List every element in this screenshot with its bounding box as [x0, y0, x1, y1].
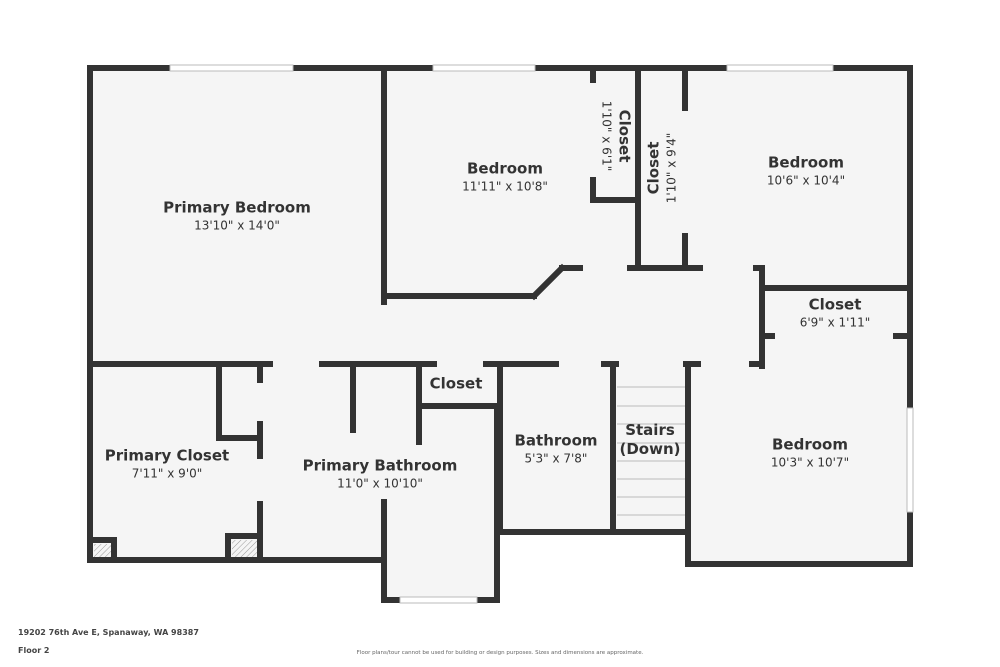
room-name: Bathroom — [514, 431, 598, 450]
room-dimensions: 10'6" x 10'4" — [766, 173, 846, 188]
room-stairs: Stairs (Down) — [619, 421, 680, 459]
windows — [169, 64, 914, 604]
room-dimensions: 13'10" x 14'0" — [194, 218, 280, 233]
hatched-box — [94, 544, 111, 557]
room-name: Closet — [615, 109, 634, 163]
room-dimensions: 1'10" x 6'1" — [599, 100, 614, 172]
address: 19202 76th Ave E, Spanaway, WA 98387 — [18, 628, 199, 637]
hatched-box — [232, 540, 257, 557]
stairs-direction: (Down) — [619, 440, 681, 458]
walls — [87, 65, 913, 603]
room-name: Bedroom — [772, 435, 848, 454]
disclaimer: Floor plans/tour cannot be used for buil… — [356, 650, 644, 656]
room-dimensions: 10'3" x 10'7" — [770, 455, 850, 470]
room-closet-3: Closet 6'9" x 1'11" — [800, 296, 871, 331]
room-dimensions: 11'0" x 10'10" — [337, 476, 423, 491]
room-name: Bedroom — [467, 159, 543, 178]
room-dimensions: 1'10" x 9'4" — [664, 132, 679, 204]
room-primary-bathroom: Primary Bathroom 11'0" x 10'10" — [303, 457, 458, 492]
room-primary-closet: Primary Closet 7'11" x 9'0" — [105, 447, 229, 482]
room-name: Closet — [808, 295, 862, 314]
room-primary-bedroom: Primary Bedroom 13'10" x 14'0" — [163, 199, 311, 234]
room-bedroom-1: Bedroom 11'11" x 10'8" — [462, 160, 548, 195]
room-closet-2: Closet 1'10" x 9'4" — [645, 133, 680, 204]
room-dimensions: 5'3" x 7'8" — [524, 451, 588, 466]
room-name: Stairs — [625, 421, 675, 439]
room-name: Primary Closet — [104, 446, 230, 465]
room-name: Closet — [429, 374, 483, 393]
room-dimensions: 6'9" x 1'11" — [799, 315, 871, 330]
floor-fill — [90, 68, 910, 599]
room-dimensions: 11'11" x 10'8" — [462, 179, 548, 194]
room-bedroom-2: Bedroom 10'6" x 10'4" — [767, 154, 845, 189]
room-name: Primary Bathroom — [302, 456, 458, 475]
stairs-treads — [617, 386, 685, 516]
room-name: Primary Bedroom — [163, 198, 311, 217]
room-bedroom-3: Bedroom 10'3" x 10'7" — [771, 436, 849, 471]
room-name: Bedroom — [768, 153, 844, 172]
floor-label: Floor 2 — [18, 646, 50, 655]
room-dimensions: 7'11" x 9'0" — [131, 466, 203, 481]
room-name: Closet — [644, 141, 663, 195]
room-closet-1: Closet 1'10" x 6'1" — [599, 101, 634, 172]
room-closet-4: Closet — [430, 375, 483, 394]
room-bathroom: Bathroom 5'3" x 7'8" — [514, 432, 597, 467]
